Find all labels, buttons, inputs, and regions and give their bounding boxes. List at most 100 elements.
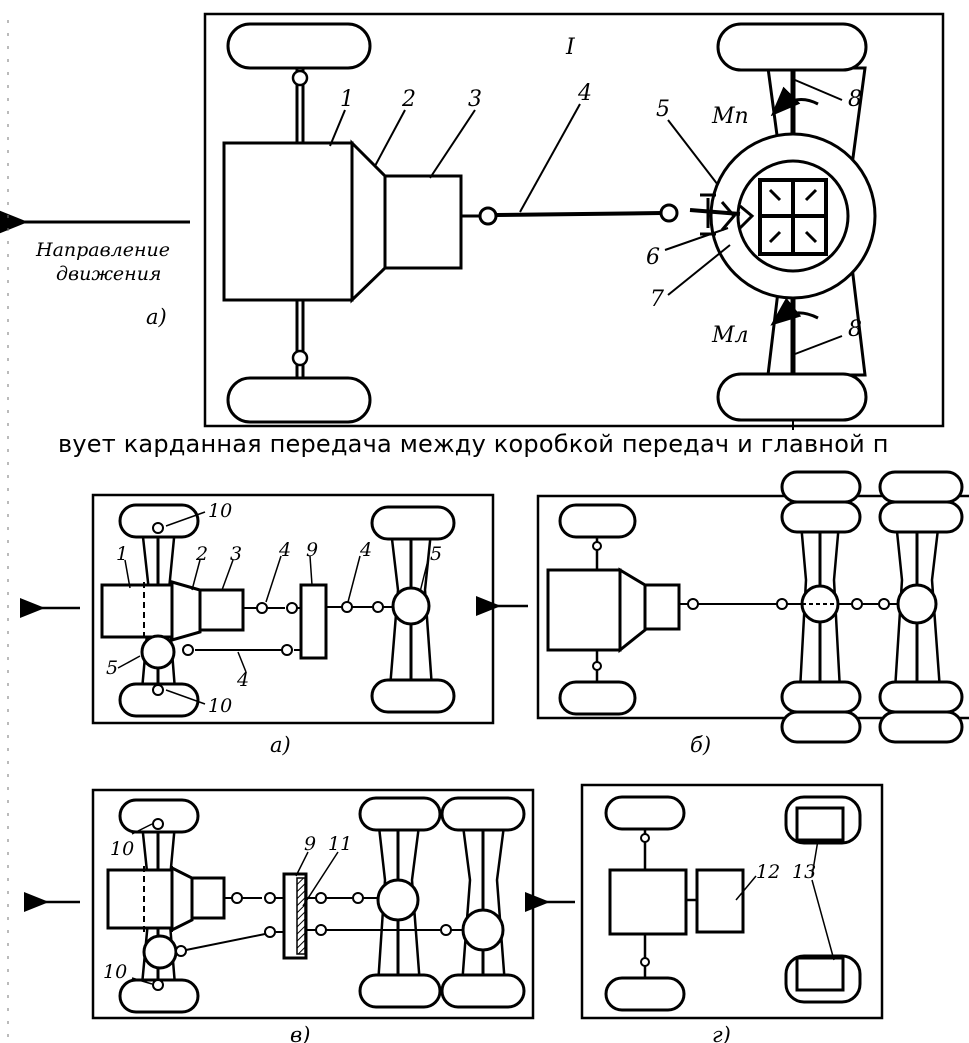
panel-v-caption: в)	[290, 1023, 310, 1043]
panel-g-generator	[695, 868, 745, 934]
panel-v-rear-differential	[461, 908, 505, 952]
panel-b-rear-differential	[896, 583, 938, 625]
final-drive-differential	[689, 132, 877, 300]
front-right-wheel	[226, 376, 372, 424]
panel-g-frame	[580, 783, 884, 1020]
engine-block	[222, 141, 354, 302]
panel-a-engine	[100, 583, 174, 639]
panel-a-front-left-wheel	[118, 503, 200, 539]
panel-b-axle3-inner-right-wheel	[878, 680, 964, 714]
label-7: 7	[650, 287, 664, 312]
panel-a-transfer-case	[299, 583, 328, 660]
panel-a-label-4c: 4	[236, 669, 249, 691]
label-6: 6	[646, 245, 660, 270]
panel-b-frame	[536, 494, 969, 720]
panel-a-label-2: 2	[195, 543, 208, 565]
panel-a-label-10-bottom: 10	[208, 695, 232, 717]
panel-v-middle-right-wheel	[358, 973, 442, 1009]
panel-a-label-3: 3	[230, 543, 242, 565]
clutch-housing	[350, 139, 387, 304]
panel-v-interaxle-differential	[296, 877, 306, 955]
label-8-top: 8	[848, 87, 862, 112]
panel-v-front-left-wheel	[118, 798, 200, 834]
panel-v-clutch	[170, 865, 194, 933]
torque-label-right: Mп	[711, 104, 749, 129]
panel-b-rear-tandem-6x4: б)	[476, 470, 969, 757]
panel-a-rear-differential	[391, 586, 431, 626]
kingpin-icon	[291, 349, 309, 367]
panel-b-front-right-wheel	[558, 680, 637, 716]
panel-g-front-left-wheel	[604, 795, 686, 831]
panel-b-axle2-inner-left-wheel	[780, 500, 862, 534]
panel-a-gearbox	[198, 588, 245, 632]
panel-a-rear-left-wheel	[370, 505, 456, 541]
torque-label-left: Mл	[711, 323, 749, 348]
panel-a-label-1: 1	[116, 543, 128, 565]
panel-a-label-10-top: 10	[208, 500, 232, 522]
label-2: 2	[401, 87, 416, 112]
direction-label-line1: Направление	[35, 239, 170, 261]
panel-v-gearbox	[190, 876, 226, 920]
panel-a-caption: а)	[270, 733, 291, 757]
rear-left-wheel	[716, 22, 868, 72]
panel-g-engine	[608, 868, 688, 936]
panel-v-label-9: 9	[304, 833, 316, 855]
panel-b-axle3-outer-left-wheel	[878, 470, 964, 504]
panel-v-rear-right-wheel	[440, 973, 526, 1009]
panel-b-axle2-inner-right-wheel	[780, 680, 862, 714]
torque-arrow-left	[770, 297, 819, 326]
panel-v-label-10-bottom: 10	[103, 961, 127, 983]
figure-1-transmission-scheme: I 1 2 3 4 5 6 7 8 8 Mп Mл Направление дв…	[0, 12, 945, 430]
torque-arrow-right	[770, 86, 819, 117]
panel-v-all-wheel-drive-6x6: 10 9 11 10 в)	[23, 788, 535, 1043]
label-3: 3	[468, 87, 482, 112]
panel-a-front-differential	[140, 634, 176, 670]
panel-v-rear-left-wheel	[440, 796, 526, 832]
panel-a-label-5-left: 5	[106, 657, 118, 679]
propeller-shaft	[461, 203, 679, 226]
panel-b-engine	[546, 568, 622, 652]
cv-joint-icon	[152, 684, 164, 696]
panel-b-front-left-wheel	[558, 503, 637, 539]
panel-a-clutch	[170, 580, 202, 642]
panel-v-front-differential	[142, 934, 178, 970]
panel-a-rear-right-wheel	[370, 678, 456, 714]
panel-g-front-right-wheel	[604, 976, 686, 1012]
label-I: I	[565, 35, 576, 60]
kingpin-icon	[291, 69, 309, 87]
universal-joint-icon	[478, 206, 498, 226]
panel-b-axle2-outer-left-wheel	[780, 470, 862, 504]
label-5: 5	[656, 97, 670, 122]
direction-label-line2: движения	[56, 263, 162, 285]
panel-a-label-5-right: 5	[430, 543, 442, 565]
body-text-line: вует карданная передача между коробкой п…	[58, 430, 889, 458]
figure-1-frame	[203, 12, 945, 428]
panel-g-caption: г)	[712, 1023, 731, 1043]
panel-b-gearbox	[643, 583, 681, 631]
panel-a-label-4a: 4	[278, 539, 291, 561]
panel-b-caption: б)	[690, 733, 711, 757]
panel-b-axle3-inner-left-wheel	[878, 500, 964, 534]
gearbox	[383, 174, 463, 270]
panel-v-engine	[106, 868, 174, 930]
panel-a-label-9: 9	[306, 539, 318, 561]
label-4: 4	[577, 81, 592, 106]
panel-a-front-right-wheel	[118, 682, 200, 718]
panel-b-axle2-outer-right-wheel	[780, 710, 862, 744]
figure-1-leader-lines	[329, 79, 843, 355]
panel-g-electric-transmission: 12 13 г)	[525, 783, 884, 1043]
panel-b-axle3-outer-right-wheel	[878, 710, 964, 744]
panel-v-label-11: 11	[328, 833, 352, 855]
rear-right-wheel	[716, 372, 868, 422]
panel-g-wheel-motor-bottom	[795, 956, 845, 992]
panel-b-clutch	[618, 567, 647, 654]
panel-v-middle-differential	[376, 878, 420, 922]
panel-v-middle-left-wheel	[358, 796, 442, 832]
front-left-wheel	[226, 22, 372, 70]
label-1: 1	[340, 87, 354, 112]
panel-g-label-13: 13	[792, 861, 816, 883]
panel-g-wheel-motor-top	[795, 806, 845, 842]
panel-g-label-12: 12	[756, 861, 780, 883]
cv-joint-icon	[152, 522, 164, 534]
